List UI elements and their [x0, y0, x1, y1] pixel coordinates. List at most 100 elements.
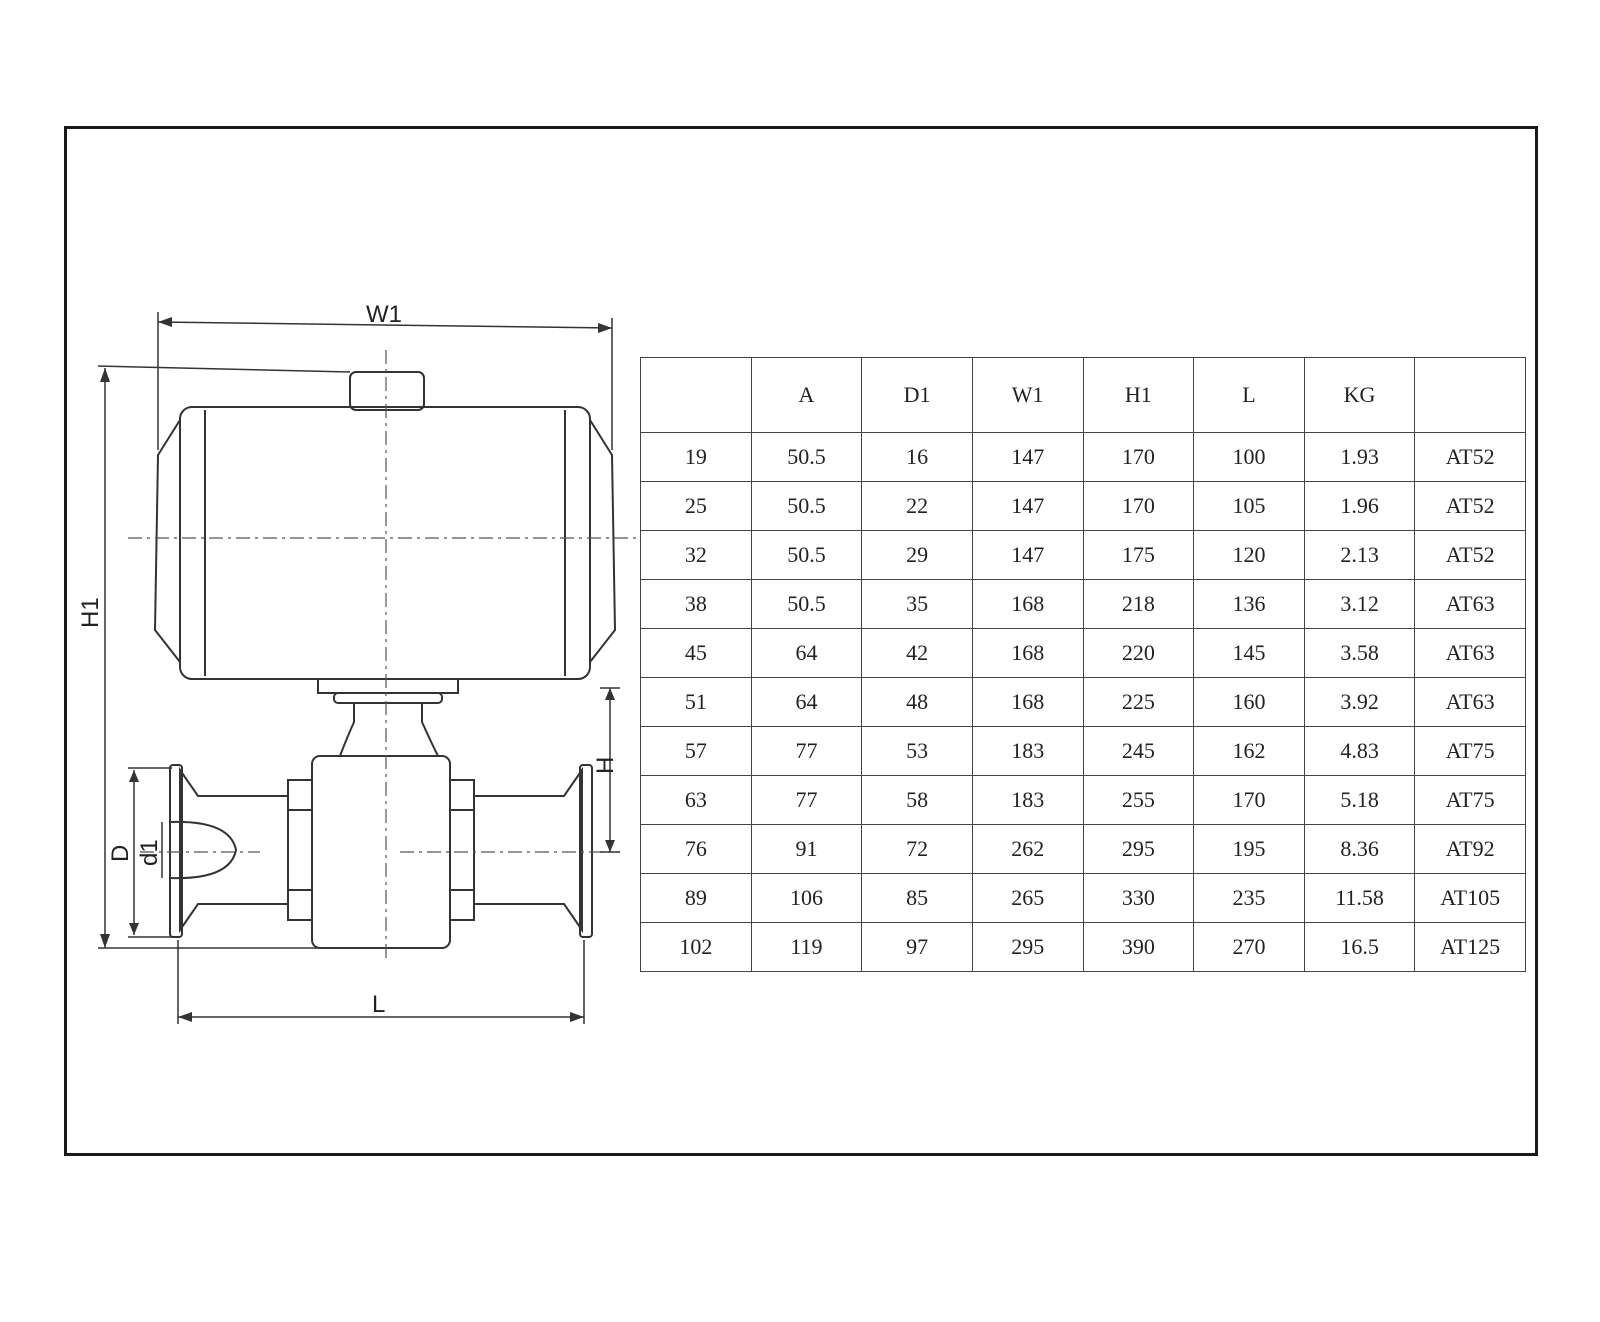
table-cell: 160 — [1193, 677, 1305, 727]
table-cell: 147 — [971, 530, 1084, 580]
table-cell: 100 — [1193, 432, 1305, 482]
actuator-right-cap — [589, 419, 617, 663]
table-cell: 162 — [1193, 726, 1305, 776]
table-cell: 235 — [1193, 873, 1305, 923]
table-cell: 105 — [1193, 481, 1305, 531]
table-cell: 58 — [861, 775, 973, 825]
table-cell: AT52 — [1414, 481, 1526, 531]
table-cell: 76 — [640, 824, 752, 874]
table-cell: 77 — [750, 775, 863, 825]
table-cell: 63 — [640, 775, 752, 825]
table-cell: 147 — [971, 481, 1084, 531]
label-w1: W1 — [366, 301, 402, 328]
table-cell: 50.5 — [750, 579, 863, 629]
table-cell: 32 — [640, 530, 752, 580]
table-cell: 35 — [861, 579, 973, 629]
table-cell: 106 — [750, 873, 863, 923]
table-cell: 295 — [1082, 824, 1195, 874]
table-cell: 245 — [1082, 726, 1195, 776]
valve-neck — [338, 703, 440, 757]
table-cell: 64 — [750, 628, 863, 678]
table-cell: AT63 — [1414, 628, 1526, 678]
table-cell: 330 — [1082, 873, 1195, 923]
actuator-top-stem — [349, 371, 425, 411]
table-cell: 50.5 — [750, 530, 863, 580]
table-cell: 22 — [861, 481, 973, 531]
table-cell: 218 — [1082, 579, 1195, 629]
table-cell: 42 — [861, 628, 973, 678]
table-cell: 97 — [861, 922, 973, 972]
table-cell: AT125 — [1414, 922, 1526, 972]
table-cell: 38 — [640, 579, 752, 629]
table-cell: 50.5 — [750, 481, 863, 531]
table-cell: AT52 — [1414, 432, 1526, 482]
table-cell: AT105 — [1414, 873, 1526, 923]
table-cell: 183 — [971, 726, 1084, 776]
right-pipe — [474, 766, 583, 934]
table-cell: 48 — [861, 677, 973, 727]
table-cell: 220 — [1082, 628, 1195, 678]
header-cell: L — [1193, 357, 1305, 433]
table-cell: 102 — [640, 922, 752, 972]
label-d1: d1 — [136, 839, 163, 866]
table-cell: 1.93 — [1303, 432, 1416, 482]
right-flange — [579, 764, 593, 938]
table-cell: AT75 — [1414, 775, 1526, 825]
label-h1: H1 — [77, 597, 104, 628]
table-cell: 225 — [1082, 677, 1195, 727]
table-cell: 170 — [1082, 432, 1195, 482]
header-cell: W1 — [971, 357, 1084, 433]
table-cell: 168 — [971, 677, 1084, 727]
table-cell: 51 — [640, 677, 752, 727]
actuator-body — [179, 406, 591, 680]
actuator-left-cap — [153, 419, 181, 663]
table-cell: 265 — [971, 873, 1084, 923]
table-cell: AT92 — [1414, 824, 1526, 874]
table-cell: AT63 — [1414, 579, 1526, 629]
header-cell — [640, 357, 752, 433]
right-hex-nut — [449, 779, 475, 921]
table-cell: 270 — [1193, 922, 1305, 972]
table-cell: 11.58 — [1303, 873, 1416, 923]
table-cell: 3.92 — [1303, 677, 1416, 727]
table-cell: 25 — [640, 481, 752, 531]
table-cell: 16.5 — [1303, 922, 1416, 972]
table-cell: 119 — [750, 922, 863, 972]
table-cell: 8.36 — [1303, 824, 1416, 874]
table-cell: 195 — [1193, 824, 1305, 874]
left-hex-nut — [287, 779, 313, 921]
label-d: D — [107, 845, 134, 862]
label-h: H — [592, 757, 619, 774]
table-cell: 168 — [971, 628, 1084, 678]
label-l: L — [372, 991, 385, 1018]
table-cell: 3.12 — [1303, 579, 1416, 629]
table-cell: 64 — [750, 677, 863, 727]
table-cell: 16 — [861, 432, 973, 482]
left-flange — [169, 764, 183, 938]
table-cell: 53 — [861, 726, 973, 776]
table-cell: 262 — [971, 824, 1084, 874]
table-cell: 147 — [971, 432, 1084, 482]
table-cell: 5.18 — [1303, 775, 1416, 825]
table-header-row: A D1 W1 H1 L KG — [640, 357, 1526, 433]
table-cell: 91 — [750, 824, 863, 874]
table-cell: 183 — [971, 775, 1084, 825]
header-cell: H1 — [1082, 357, 1195, 433]
table-cell: 19 — [640, 432, 752, 482]
table-cell: 57 — [640, 726, 752, 776]
table-cell: AT63 — [1414, 677, 1526, 727]
table-cell: 175 — [1082, 530, 1195, 580]
